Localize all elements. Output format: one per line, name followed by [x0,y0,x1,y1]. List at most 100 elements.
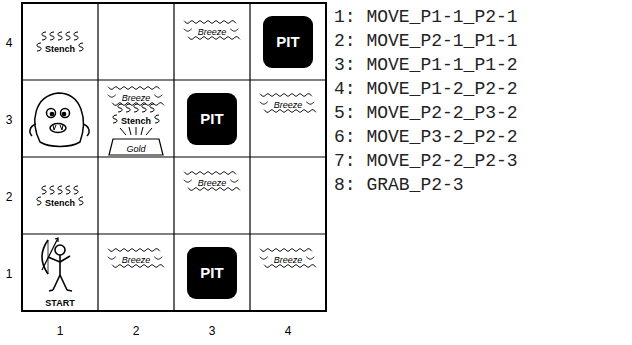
stench-label: Stench [45,192,75,210]
gold-ray [120,128,126,135]
row-number-text: 3 [6,114,13,127]
agent-foot [67,290,72,291]
stench-squiggle [126,104,130,112]
breeze-marks [108,249,164,268]
breeze-marks [184,21,240,40]
stench-squiggle [37,197,41,205]
col-number: 3 [209,321,216,339]
row-number-text: 2 [6,191,13,204]
grid-line [22,233,326,234]
stench-label-text: Stench [45,199,75,209]
breeze-marks [108,87,164,106]
breeze-label-text: Breeze [122,94,151,104]
action-step: 2: MOVE_P2-1_P1-1 [334,32,518,52]
gold-label-text: Gold [126,145,145,155]
breeze-wave [306,102,314,104]
grid-border [22,3,326,311]
breeze-label: Breeze [198,21,227,39]
stench-squiggle [118,104,122,112]
agent-arm [48,257,60,262]
row-number-text: 1 [6,268,13,281]
pit-label: PIT [200,110,223,127]
col-number: 2 [133,321,140,339]
gold-box [109,139,163,155]
agent-leg [60,275,67,290]
breeze-wave [260,249,312,252]
gold-ray [129,127,131,135]
breeze-wave [306,257,314,259]
arrow-tip [55,238,58,242]
stench-label-text: Stench [121,117,151,127]
breeze-label: Breeze [122,87,151,105]
start-label-text: START [45,299,74,309]
wumpus-fangs [53,125,63,130]
stench-squiggle [79,43,83,51]
agent-body [59,255,61,275]
wumpus-mouth [50,124,66,133]
arrow-shaft [42,238,58,270]
breeze-marks [260,94,316,113]
row-number: 4 [6,33,13,51]
breeze-label-text: Breeze [198,179,227,189]
breeze-wave [188,188,240,191]
wumpus-pupil [62,112,65,115]
stench-squiggle [134,104,138,112]
stench-squiggle [113,115,117,123]
breeze-wave [260,257,268,259]
wumpus-body [35,93,83,147]
agent-arm [60,256,70,262]
action-step-text: 7: MOVE_P2-2_P2-3 [334,152,518,172]
pit-label: PIT [276,33,299,50]
stench-squiggle [42,32,46,40]
stench-label: Stench [121,110,151,128]
col-number-text: 2 [133,325,140,338]
start-label: START [45,292,74,310]
stench-squiggle [142,104,146,112]
grid [22,3,326,311]
col-number-text: 1 [57,325,64,338]
action-step-text: 5: MOVE_P2-2_P3-2 [334,104,518,124]
breeze-wave [184,172,236,175]
action-step-text: 8: GRAB_P2-3 [334,176,464,196]
stench-squiggle [79,197,83,205]
breeze-wave [230,29,238,31]
pit-box: PIT [187,93,237,145]
pit-box: PIT [263,16,313,68]
stench-squiggle [37,43,41,51]
breeze-wave [184,180,192,182]
col-number-text: 4 [285,325,292,338]
stench-squiggle [150,104,154,112]
action-step: 4: MOVE_P1-2_P2-2 [334,80,518,100]
gold-ray [146,128,152,135]
breeze-wave [260,102,268,104]
action-step: 8: GRAB_P2-3 [334,176,464,196]
breeze-marks [184,172,240,191]
action-step: 6: MOVE_P3-2_P2-2 [334,128,518,148]
stench-squiggle [58,186,62,194]
stench-squiggle [66,186,70,194]
stench-label-text: Stench [45,45,75,55]
stench-squiggle [66,32,70,40]
action-step-text: 2: MOVE_P2-1_P1-1 [334,32,518,52]
grid-line [22,156,326,157]
breeze-wave [108,257,116,259]
pit-box: PIT [187,247,237,299]
breeze-label-text: Breeze [198,28,227,38]
action-step-text: 6: MOVE_P3-2_P2-2 [334,128,518,148]
breeze-wave [154,257,162,259]
wumpus-eye [47,109,56,118]
breeze-wave [260,94,312,97]
pit-label: PIT [200,264,223,281]
col-number: 1 [57,321,64,339]
breeze-wave [264,110,316,113]
breeze-wave [184,21,236,24]
breeze-wave [108,249,160,252]
action-step: 3: MOVE_P1-1_P1-2 [334,56,518,76]
stench-squiggle [155,115,159,123]
stench-squiggle [58,32,62,40]
breeze-wave [154,95,162,97]
breeze-wave [108,95,116,97]
breeze-label: Breeze [198,172,227,190]
breeze-label: Breeze [274,94,303,112]
